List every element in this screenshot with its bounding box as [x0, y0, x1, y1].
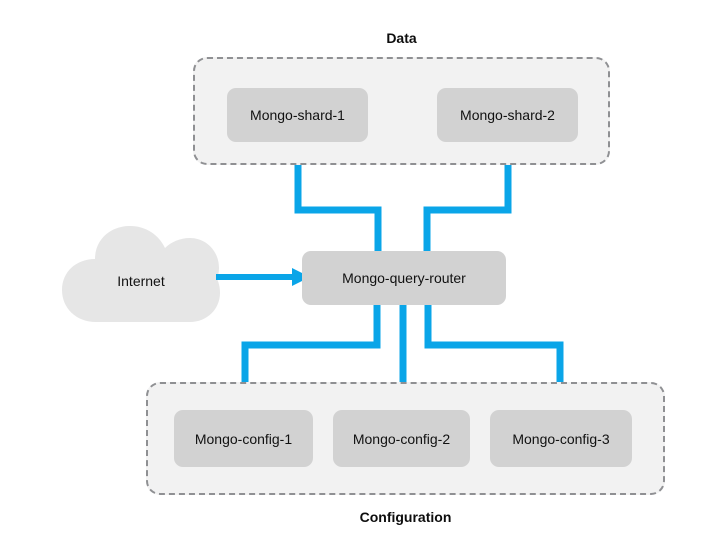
edge-shard2-to-router: [423, 140, 512, 253]
internet-cloud-shape: [62, 226, 220, 322]
edge-router-to-config1: [241, 303, 381, 412]
group-configuration-label: Configuration: [359, 509, 452, 525]
node-mongo-config-3[interactable]: Mongo-config-3: [490, 410, 632, 467]
edge-router-to-config3: [424, 303, 564, 412]
node-mongo-config-2[interactable]: Mongo-config-2: [333, 410, 470, 467]
node-mongo-config-1[interactable]: Mongo-config-1: [174, 410, 313, 467]
node-mongo-shard-1[interactable]: Mongo-shard-1: [227, 88, 368, 142]
edge-internet-to-router: [216, 268, 310, 286]
edge-shard1-to-router: [294, 140, 382, 253]
node-mongo-shard-2[interactable]: Mongo-shard-2: [437, 88, 578, 142]
group-data-label: Data: [386, 30, 417, 46]
node-mongo-query-router[interactable]: Mongo-query-router: [302, 251, 506, 305]
